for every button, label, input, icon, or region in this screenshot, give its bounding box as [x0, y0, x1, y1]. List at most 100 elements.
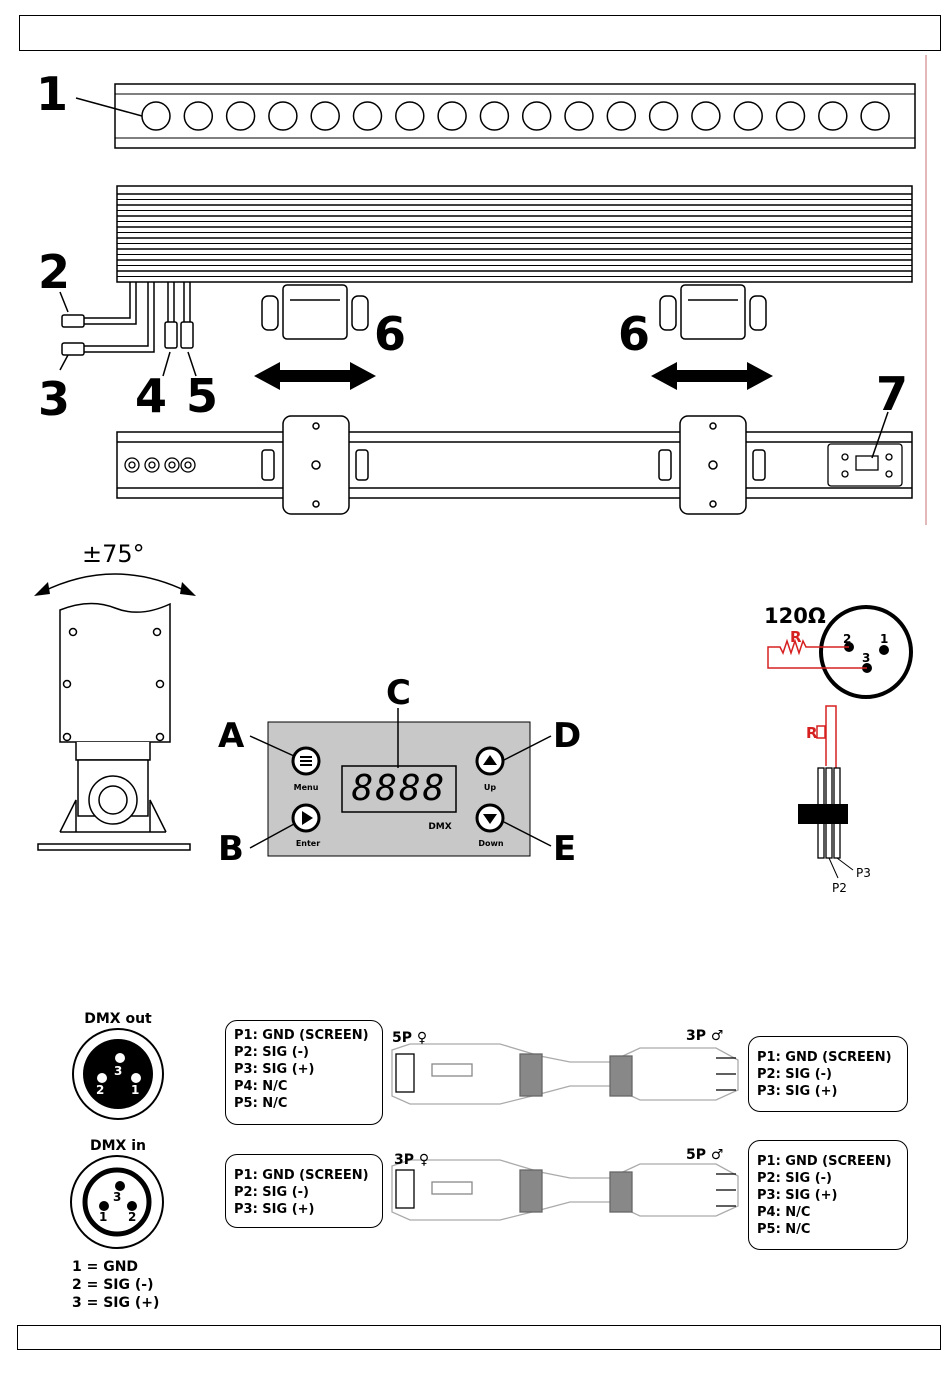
cable1-left-connector: 5P ♀: [392, 1030, 427, 1046]
dmx-in-title: DMX in: [90, 1138, 146, 1154]
footer-bar: [17, 1325, 941, 1350]
rear-bracket-left: [261, 415, 369, 515]
fixture-top-view: [116, 185, 913, 283]
callout-B: B: [218, 829, 244, 869]
led-lens: [310, 101, 340, 131]
callout-C: C: [386, 673, 411, 713]
rear-bracket-right: [658, 415, 766, 515]
dmx-out-title: DMX out: [84, 1011, 152, 1027]
pin-line: P1: GND (SCREEN): [757, 1050, 892, 1065]
heatsink-fins: [117, 193, 912, 277]
led-lens: [521, 101, 552, 131]
dmx-out-pin-1: 1: [131, 1083, 139, 1097]
cable-leads: [82, 282, 191, 353]
led-lens: [691, 101, 721, 131]
cable2-left-pinout: P1: GND (SCREEN) P2: SIG (-) P3: SIG (+): [225, 1154, 383, 1228]
callout-3: 3: [38, 372, 70, 426]
led-lens: [479, 101, 510, 131]
led-lens: [352, 101, 383, 131]
dmx-out-connector: [72, 1028, 164, 1120]
enter-button: [291, 803, 321, 833]
dmx-in-connector: [70, 1155, 164, 1249]
pin-line: P3: SIG (+): [757, 1084, 838, 1099]
dmx-in-pin-3: 3: [113, 1190, 121, 1204]
pin-line: P5: N/C: [757, 1222, 811, 1237]
callout-5: 5: [186, 369, 218, 423]
tilt-arc: [41, 573, 189, 593]
xlr-terminator-face: [819, 605, 913, 699]
pin-line: P4: N/C: [757, 1205, 811, 1220]
up-button: [475, 746, 505, 776]
pin-line: P3: SIG (+): [757, 1188, 838, 1203]
cable2-right-pinout: P1: GND (SCREEN) P2: SIG (-) P3: SIG (+)…: [748, 1140, 908, 1250]
pin-line: P3: SIG (+): [234, 1062, 315, 1077]
terminator-pin-side-view: R: [798, 705, 854, 879]
header-bar: [19, 15, 941, 51]
terminator-resistor-wiring: [767, 638, 867, 669]
led-lens: [395, 101, 425, 131]
callout-6-left: 6: [374, 307, 406, 361]
led-display: 8888: [352, 768, 447, 809]
pin-label-p3: P3: [856, 866, 871, 880]
callout-6-right: 6: [618, 307, 650, 361]
pin-line: P2: SIG (-): [757, 1171, 832, 1186]
adapter-cable-2: [391, 1159, 739, 1221]
legend-line: 2 = SIG (-): [72, 1277, 154, 1293]
up-button-label: Up: [484, 783, 496, 792]
down-button-label: Down: [478, 839, 504, 848]
led-lens: [860, 101, 890, 131]
callout-1: 1: [36, 67, 68, 121]
terminator-pin-1: 1: [880, 632, 888, 646]
pin-line: P2: SIG (-): [757, 1067, 832, 1082]
led-lens: [775, 101, 806, 131]
led-lens: [648, 101, 679, 131]
pin-legend: 1 = GND 2 = SIG (-) 3 = SIG (+): [72, 1258, 159, 1312]
enter-button-label: Enter: [296, 839, 320, 848]
callout-leader: [75, 97, 143, 117]
legend-line: 1 = GND: [72, 1259, 139, 1275]
callout-4: 4: [135, 369, 167, 423]
menu-button-label: Menu: [294, 783, 319, 792]
led-lens: [225, 101, 256, 131]
pin-line: P1: GND (SCREEN): [757, 1154, 892, 1169]
led-lens: [437, 101, 467, 131]
rear-connectors: [124, 457, 196, 473]
terminator-pin-2: 2: [843, 632, 851, 646]
pin-line: P3: SIG (+): [234, 1202, 315, 1217]
slide-arrow-right: [651, 362, 773, 390]
led-lens: [564, 101, 594, 131]
legend-line: 3 = SIG (+): [72, 1295, 160, 1311]
pin-label-p2: P2: [832, 881, 847, 895]
terminator-resistor-label: R: [790, 628, 802, 646]
terminator-pin-3: 3: [862, 651, 870, 665]
dmx-out-pin-3: 3: [114, 1064, 122, 1078]
callout-E: E: [553, 829, 576, 869]
cable2-left-connector: 3P ♀: [394, 1152, 429, 1168]
dmx-out-pin-2: 2: [96, 1083, 104, 1097]
dmx-in-pin-2: 2: [128, 1210, 136, 1224]
cable-connectors: [61, 314, 194, 356]
led-lens: [606, 101, 637, 131]
cable2-right-connector: 5P ♂: [686, 1147, 723, 1163]
led-lens: [268, 101, 298, 131]
led-lens: [733, 101, 763, 131]
pin-line: P2: SIG (-): [234, 1045, 309, 1060]
dmx-in-pin-1: 1: [99, 1210, 107, 1224]
pin-line: P1: GND (SCREEN): [234, 1168, 369, 1183]
cable1-left-pinout: P1: GND (SCREEN) P2: SIG (-) P3: SIG (+)…: [225, 1020, 383, 1125]
callout-A: A: [218, 716, 245, 756]
pin-line: P2: SIG (-): [234, 1185, 309, 1200]
down-button: [475, 803, 505, 833]
display-window: [341, 765, 457, 813]
pin-line: P1: GND (SCREEN): [234, 1028, 369, 1043]
fixture-front-view: [114, 83, 916, 149]
dmx-indicator-label: DMX: [428, 822, 451, 832]
pin-line: P4: N/C: [234, 1079, 288, 1094]
led-lens: [183, 101, 214, 131]
callout-7: 7: [876, 367, 908, 421]
led-lens: [141, 101, 171, 131]
led-lens: [818, 101, 848, 131]
callout-D: D: [553, 716, 581, 756]
led-lens-row: [141, 101, 890, 131]
